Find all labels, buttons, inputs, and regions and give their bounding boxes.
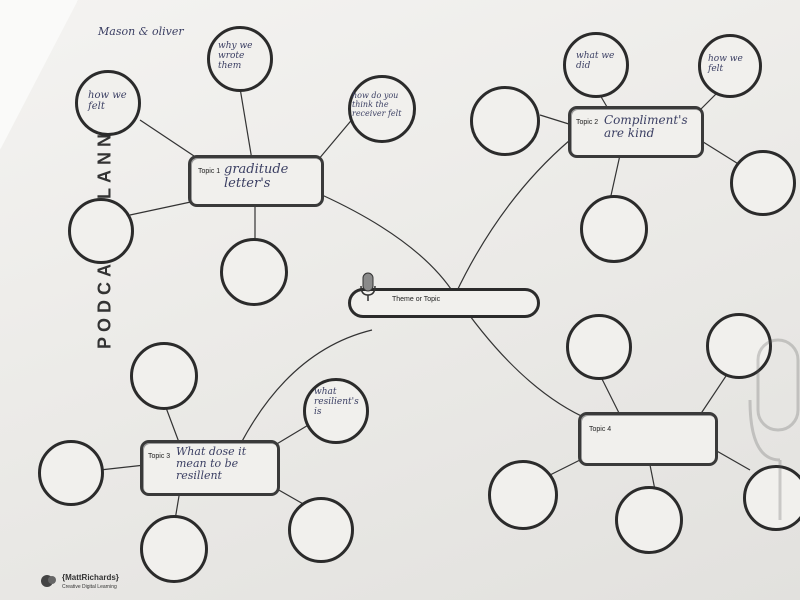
logo-tagline: Creative Digital Learning [62,584,117,590]
note-text: what we did [576,51,615,71]
note-circle[interactable] [68,198,134,264]
topic-1-box[interactable] [188,155,324,207]
note-circle[interactable] [743,465,800,531]
note-circle[interactable] [730,150,796,216]
note-circle[interactable] [140,515,208,583]
logo-name: {MattRichards} [62,573,119,582]
topic-1-label: Topic 1 [198,168,221,175]
note-circle[interactable] [38,440,104,506]
note-circle[interactable] [580,195,648,263]
topic-1-text: graditude letter's [224,162,289,192]
topic-2-box[interactable] [568,106,704,158]
note-circle[interactable] [488,460,558,530]
note-text: what resilient's is [314,387,359,417]
topic-3-label: Topic 3 [148,453,171,460]
note-circle[interactable] [615,486,683,554]
brain-logo-icon [41,575,56,587]
note-circle[interactable] [698,34,762,98]
note-circle[interactable] [706,313,772,379]
background-microphone-icon [748,338,800,520]
topic-2-text: Compliment's are kind [604,113,688,141]
note-text: how do you think the receiver felt [352,91,402,118]
topic-4-box[interactable] [578,412,718,466]
theme-label: Theme or Topic [392,296,441,303]
microphone-icon [360,272,376,301]
theme-input-box[interactable] [348,288,540,318]
note-circle[interactable] [207,26,273,92]
topic-4-label: Topic 4 [589,426,612,433]
note-circle[interactable] [563,32,629,98]
note-circle[interactable] [470,86,540,156]
note-circle[interactable] [288,497,354,563]
note-circle[interactable] [348,75,416,143]
topic-3-box[interactable] [140,440,280,496]
note-circle[interactable] [130,342,198,410]
note-circle[interactable] [220,238,288,306]
note-circle[interactable] [303,378,369,444]
note-text: why we wrote them [218,41,253,71]
note-circle[interactable] [566,314,632,380]
note-circle[interactable] [75,70,141,136]
topic-3-text: What dose it mean to be resillent [176,445,247,483]
topic-2-label: Topic 2 [576,119,599,126]
student-names: Mason & oliver [98,25,184,38]
note-text: how we felt [708,54,743,74]
note-text: how we felt [88,90,127,112]
